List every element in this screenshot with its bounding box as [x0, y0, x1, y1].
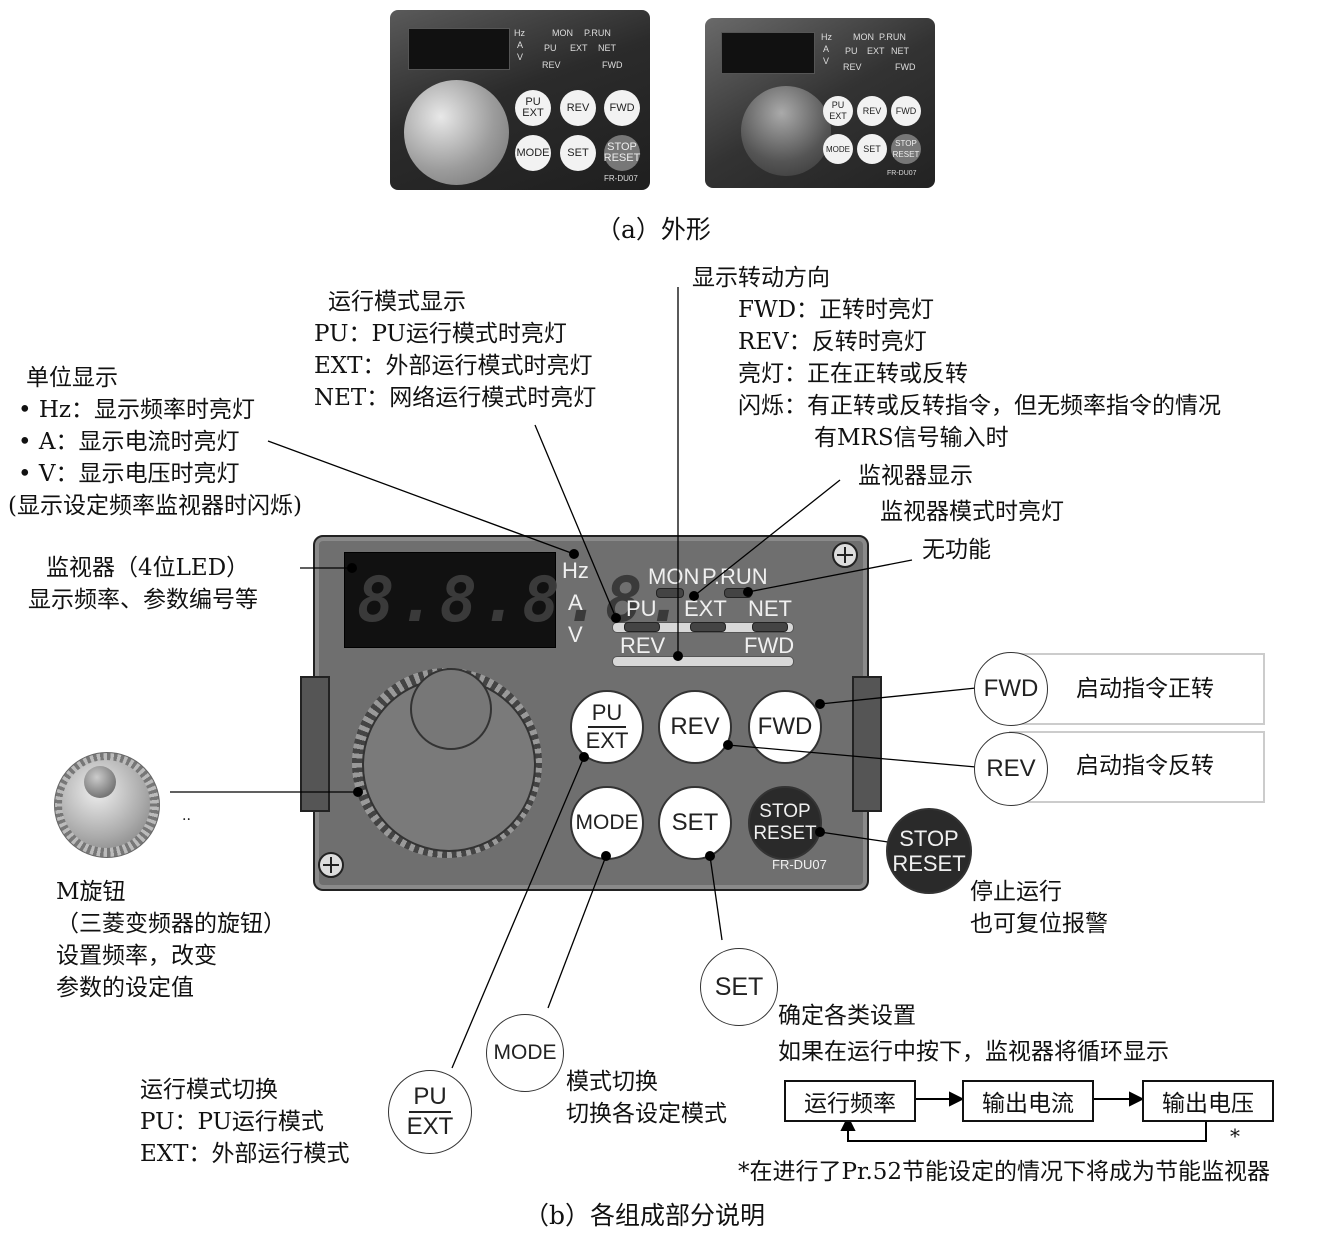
mode-button[interactable]: MODE	[570, 786, 644, 860]
photo-mon-label: MON	[552, 28, 573, 38]
photo-led-display	[408, 28, 510, 70]
photo-rev-label: REV	[542, 60, 561, 70]
monitor-mode-label: 监视器模式时亮灯	[880, 499, 1064, 525]
model-label: FR-DU07	[772, 857, 827, 872]
set-button[interactable]: SET	[658, 786, 732, 860]
photo-model-label: FR-DU07	[604, 174, 638, 183]
flow-run-frequency: 运行频率	[784, 1080, 916, 1122]
direction-label: 显示转动方向 FWD：正转时亮灯 REV：反转时亮灯 亮灯：正在正转或反转 闪烁…	[692, 265, 1221, 451]
net-indicator	[752, 622, 788, 632]
fwd-command-label: 启动指令正转	[1076, 676, 1214, 702]
mode-description: 模式切换 切换各设定模式	[566, 1069, 727, 1127]
photo2-prun-label: P.RUN	[879, 32, 906, 42]
photo-net-label: NET	[598, 43, 616, 53]
photo-prun-label: P.RUN	[584, 28, 611, 38]
photo2-mknob	[741, 86, 831, 176]
puext-description: 运行模式切换 PU：PU运行模式 EXT：外部运行模式	[140, 1077, 350, 1167]
caption-a: （a）外形	[596, 215, 711, 244]
photo-fwd-button: FWD	[604, 90, 640, 126]
photo2-set-button: SET	[857, 134, 887, 164]
net-label: NET	[748, 596, 792, 621]
knob-dots: ..	[182, 808, 191, 824]
run-mode-display-label: 运行模式显示 PU：PU运行模式时亮灯 EXT：外部运行模式时亮灯 NET：网络…	[314, 289, 597, 411]
footnote: *在进行了Pr.52节能设定的情况下将成为节能监视器	[738, 1159, 1271, 1185]
bottom-screw-icon	[318, 852, 344, 878]
photo2-fwd-label: FWD	[895, 62, 916, 72]
m-knob-dimple	[410, 668, 492, 750]
photo2-model-label: FR-DU07	[887, 170, 917, 177]
caption-b: （b）各组成部分说明	[524, 1201, 766, 1230]
photo-v-label: V	[517, 52, 524, 62]
photo2-rev-label: REV	[843, 62, 862, 72]
m-knob-inset-dimple	[84, 766, 116, 798]
stop-description: 停止运行 也可复位报警	[970, 879, 1108, 937]
photo-pu-label: PU	[544, 43, 557, 53]
photo2-ext-label: EXT	[867, 46, 885, 56]
photo-ext-label: EXT	[570, 43, 588, 53]
mon-label: MON	[648, 564, 700, 589]
mode-callout-icon: MODE	[486, 1014, 564, 1092]
photo2-hz-label: Hz	[821, 32, 832, 42]
photo2-fwd-button: FWD	[891, 96, 921, 126]
flow-output-current: 输出电流	[962, 1080, 1094, 1122]
photo2-pu-label: PU	[845, 46, 858, 56]
ext-indicator	[690, 622, 726, 632]
set-callout-icon: SET	[700, 948, 778, 1026]
photo2-led-display	[721, 32, 815, 74]
photo2-net-label: NET	[891, 46, 909, 56]
fwd-label: FWD	[744, 633, 795, 658]
no-function-label: 无功能	[922, 537, 991, 563]
rev-callout-icon: REV	[974, 732, 1048, 806]
photo2-v-label: V	[823, 56, 830, 66]
photo2-rev-button: REV	[857, 96, 887, 126]
m-knob-description: M旋钮 （三菱变频器的旋钮） 设置频率，改变 参数的设定值	[56, 879, 286, 1001]
prun-label: P.RUN	[702, 564, 768, 589]
photo2-mon-label: MON	[853, 32, 874, 42]
monitor-led-label: 监视器（4位LED） 显示频率、参数编号等	[28, 555, 258, 613]
photo-a-label: A	[517, 40, 524, 50]
ext-label: EXT	[684, 596, 727, 621]
fwd-callout-icon: FWD	[974, 652, 1048, 726]
flow-output-voltage: 输出电压	[1142, 1080, 1274, 1122]
unit-hz: Hz	[562, 558, 589, 583]
flow-asterisk: *	[1230, 1124, 1240, 1148]
fwd-button[interactable]: FWD	[748, 690, 822, 764]
unit-v: V	[568, 622, 583, 647]
mon-indicator	[656, 588, 684, 598]
photo-mode-button: MODE	[515, 135, 551, 171]
direction-led-bar	[612, 656, 794, 667]
photo-fwd-label: FWD	[602, 60, 623, 70]
photo2-mode-button: MODE	[823, 134, 853, 164]
photo2-a-label: A	[823, 44, 830, 54]
unit-display-label: 单位显示 • Hz：显示频率时亮灯 • A：显示电流时亮灯 • V：显示电压时亮…	[8, 365, 302, 519]
led-monitor: 8.8.8.8.	[344, 552, 684, 648]
set-description: 确定各类设置 如果在运行中按下，监视器将循环显示	[778, 1003, 1169, 1065]
photo-rev-button: REV	[560, 90, 596, 126]
pu-indicator	[624, 622, 660, 632]
pu-label: PU	[626, 596, 657, 621]
rev-command-label: 启动指令反转	[1076, 753, 1214, 779]
rev-button[interactable]: REV	[658, 690, 732, 764]
monitor-display-label: 监视器显示	[858, 463, 973, 489]
photo-set-button: SET	[560, 135, 596, 171]
left-clip	[300, 676, 330, 812]
top-screw-icon	[832, 542, 858, 568]
rev-label: REV	[620, 633, 666, 658]
unit-a: A	[568, 590, 583, 615]
photo-hz-label: Hz	[514, 28, 525, 38]
photo-mknob	[404, 80, 509, 185]
